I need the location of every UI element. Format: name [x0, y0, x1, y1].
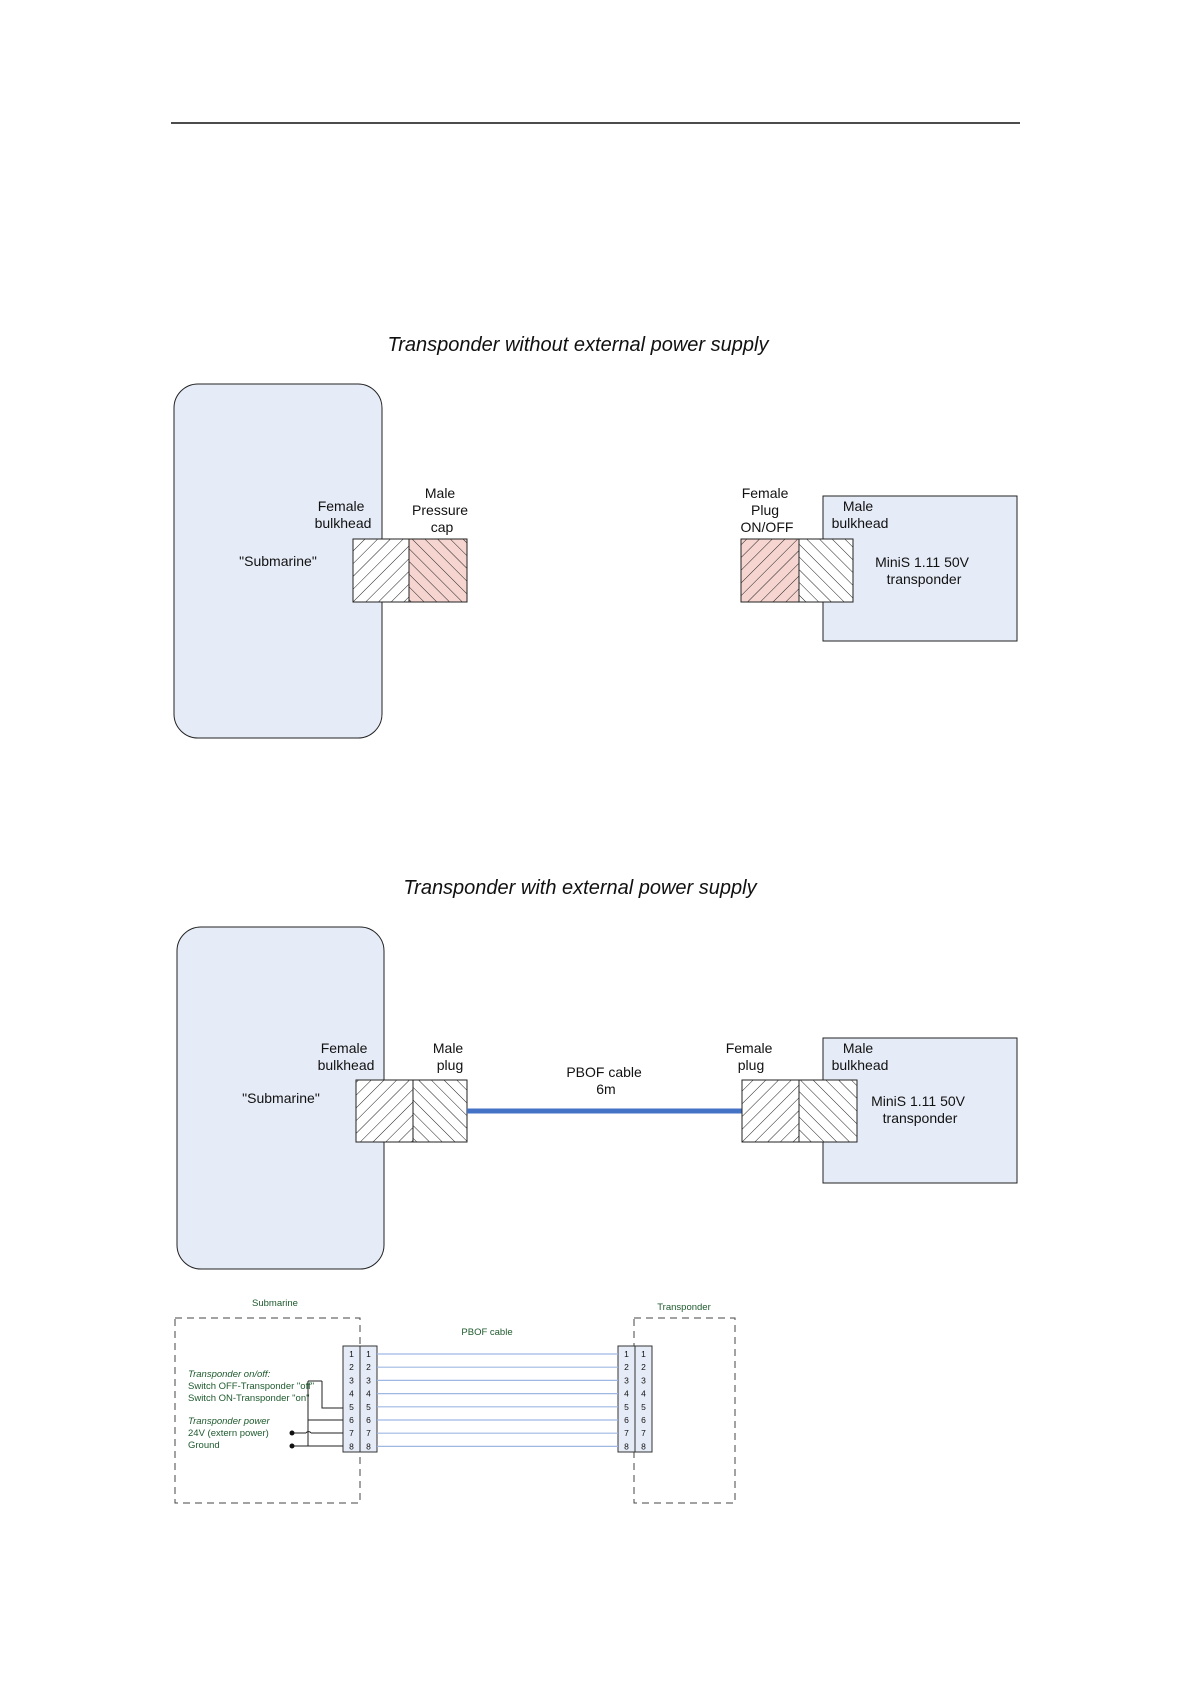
female-plug-onoff-label: Female Plug ON/OFF	[741, 485, 794, 535]
female-plug-onoff	[740, 538, 800, 603]
diagram-with-external-power: Transponder with external power supply "…	[176, 877, 1018, 1270]
transponder-label: MiniS 1.11 50V transponder	[875, 554, 973, 587]
pin-number: 8	[641, 1441, 646, 1451]
pin-number: 2	[641, 1362, 646, 1372]
pin-number: 6	[366, 1415, 371, 1425]
pin-number: 2	[366, 1362, 371, 1372]
pin-number: 4	[366, 1389, 371, 1399]
pin-number: 5	[624, 1402, 629, 1412]
pin-number: 1	[366, 1349, 371, 1359]
pin-number: 6	[641, 1415, 646, 1425]
pin-number: 6	[349, 1415, 354, 1425]
pin-number: 6	[624, 1415, 629, 1425]
pin-number: 1	[641, 1349, 646, 1359]
pin-number: 7	[641, 1428, 646, 1438]
male-pressure-cap-label: Male Pressure cap	[412, 485, 472, 535]
transponder-label: MiniS 1.11 50V transponder	[871, 1093, 969, 1126]
ground-terminal-dot	[289, 1443, 295, 1449]
pin-number: 7	[624, 1428, 629, 1438]
pin-number: 5	[349, 1402, 354, 1412]
pin-number: 3	[641, 1375, 646, 1385]
submarine-label: "Submarine"	[239, 553, 317, 569]
pin-number: 7	[349, 1428, 354, 1438]
female-plug-connector	[741, 1079, 800, 1143]
pin-number: 8	[624, 1441, 629, 1451]
wiring-diagram: Submarine Transponder PBOF cable 1 1 1 1 2 2 2…	[174, 1298, 736, 1504]
submarine-pin-block-inner	[359, 1345, 378, 1453]
male-bulkhead-label: Male bulkhead	[832, 1040, 889, 1073]
transponder-dashed-box	[633, 1317, 736, 1504]
pbof-cable-label: PBOF cable 6m	[566, 1064, 645, 1097]
pin-number: 8	[349, 1441, 354, 1451]
male-bulkhead-connector	[798, 1079, 858, 1143]
pin-number: 1	[624, 1349, 629, 1359]
male-bulkhead-connector	[798, 538, 854, 603]
male-plug-label: Male plug	[433, 1040, 467, 1073]
female-bulkhead-label: Female bulkhead	[318, 1040, 375, 1073]
diagram1-title: Transponder without external power suppl…	[388, 334, 770, 356]
female-bulkhead-label: Female bulkhead	[315, 498, 372, 531]
pin-number: 4	[624, 1389, 629, 1399]
pin-number: 4	[349, 1389, 354, 1399]
male-plug-connector	[412, 1079, 468, 1143]
female-plug-label: Female plug	[726, 1040, 777, 1073]
pbof-cable-wire-label: PBOF cable	[461, 1327, 512, 1338]
transponder-pin-block-outer	[634, 1345, 653, 1453]
transponder-body	[822, 1037, 1018, 1184]
pin-number: 5	[641, 1402, 646, 1412]
female-bulkhead-connector	[355, 1079, 414, 1143]
wire-group	[377, 1353, 618, 1448]
female-bulkhead-connector	[352, 538, 410, 603]
switch-wiring	[289, 1380, 343, 1449]
pin-number: 5	[366, 1402, 371, 1412]
male-pressure-cap	[408, 538, 468, 603]
pin-number: 3	[624, 1375, 629, 1385]
pin-number: 8	[366, 1441, 371, 1451]
pin-number: 7	[366, 1428, 371, 1438]
pin-number-group: 1 1 1 1 2 2 2 2 3 3 3 3 4 4 4 4 5 5 5 5 6 6 6 6 7 7 7 7 8 8 8 8	[349, 1349, 646, 1451]
diagram-without-external-power: Transponder without external power suppl…	[173, 334, 1018, 739]
submarine-box-label: Submarine	[252, 1298, 298, 1309]
pin-number: 2	[624, 1362, 629, 1372]
pin-number: 3	[366, 1375, 371, 1385]
power-terminal-dot	[289, 1430, 295, 1436]
submarine-label: "Submarine"	[242, 1090, 320, 1106]
submarine-dashed-box	[174, 1317, 361, 1504]
transponder-body	[822, 495, 1018, 642]
male-bulkhead-label: Male bulkhead	[832, 498, 889, 531]
wiring-notes: Transponder on/off: Switch OFF-Transpond…	[188, 1369, 317, 1451]
pin-number: 4	[641, 1389, 646, 1399]
pin-number: 2	[349, 1362, 354, 1372]
pin-number: 3	[349, 1375, 354, 1385]
pin-number: 1	[349, 1349, 354, 1359]
transponder-box-label: Transponder	[657, 1302, 711, 1313]
diagram2-title: Transponder with external power supply	[403, 877, 757, 899]
